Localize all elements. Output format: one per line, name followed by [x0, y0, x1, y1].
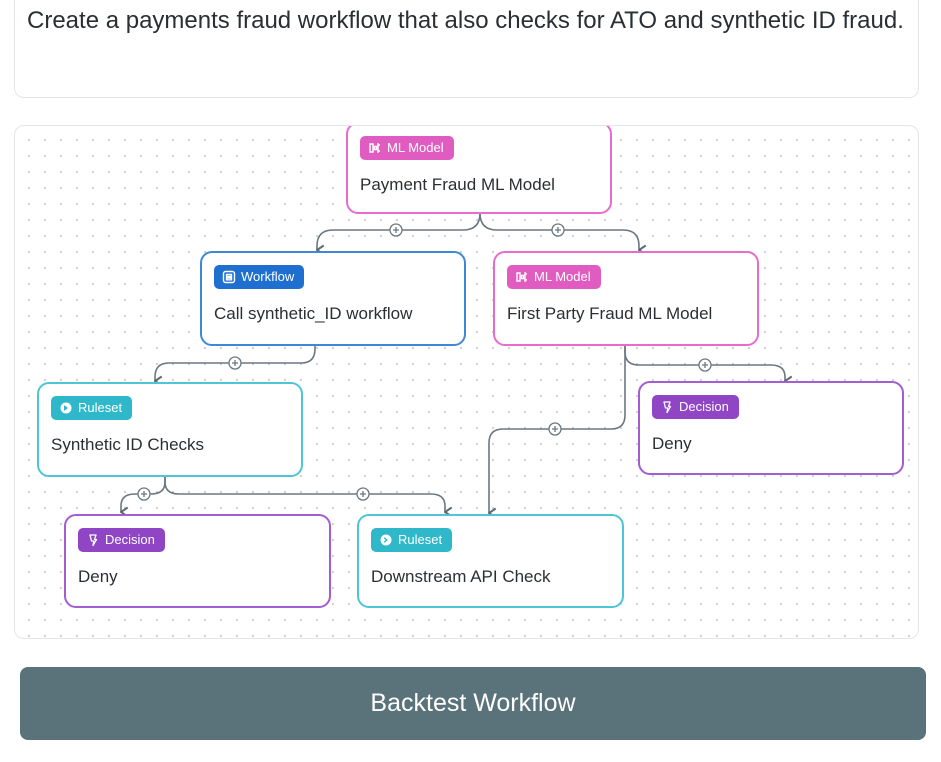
add-step-icon[interactable] [698, 358, 712, 372]
node-type-label: ML Model [387, 140, 444, 155]
node-payment-fraud-ml-model[interactable]: ML Model Payment Fraud ML Model [346, 126, 612, 214]
ml-model-icon [515, 270, 529, 284]
edge-payment-to-firstparty [479, 212, 639, 250]
node-deny-left[interactable]: Decision Deny [64, 514, 331, 608]
node-title: Synthetic ID Checks [51, 435, 205, 454]
add-step-icon[interactable] [356, 487, 370, 501]
node-synthetic-id-checks[interactable]: Ruleset Synthetic ID Checks [37, 382, 303, 477]
node-type-badge: Ruleset [51, 396, 133, 420]
node-type-label: Ruleset [398, 532, 443, 547]
ruleset-icon [379, 533, 393, 547]
add-step-icon[interactable] [228, 356, 242, 370]
workflow-icon [222, 270, 236, 284]
node-title: First Party Fraud ML Model [507, 304, 713, 323]
node-type-badge: Decision [652, 395, 739, 419]
edge-payment-to-workflow [317, 212, 481, 250]
prompt-card: Create a payments fraud workflow that al… [14, 0, 919, 98]
prompt-text: Create a payments fraud workflow that al… [27, 7, 904, 34]
node-type-label: ML Model [534, 269, 591, 284]
node-title: Call synthetic_ID workflow [214, 304, 413, 323]
node-downstream-api-check[interactable]: Ruleset Downstream API Check [357, 514, 624, 608]
edge-synthetic-to-downstream [164, 476, 445, 512]
add-step-icon[interactable] [389, 223, 403, 237]
edge-layer [15, 212, 919, 639]
node-type-badge: ML Model [360, 136, 454, 160]
node-title: Deny [78, 567, 118, 586]
decision-icon [660, 400, 674, 414]
node-title: Payment Fraud ML Model [360, 175, 555, 194]
workflow-canvas[interactable]: ML Model Payment Fraud ML Model Workflow… [14, 125, 919, 639]
node-deny-right[interactable]: Decision Deny [638, 381, 904, 475]
node-type-badge: Workflow [214, 265, 305, 289]
add-step-icon[interactable] [137, 487, 151, 501]
node-title: Downstream API Check [371, 567, 551, 586]
ruleset-icon [59, 401, 73, 415]
node-type-label: Decision [679, 399, 729, 414]
backtest-workflow-button[interactable]: Backtest Workflow [20, 667, 926, 740]
node-type-label: Ruleset [78, 400, 123, 415]
node-type-badge: Decision [78, 528, 165, 552]
node-first-party-fraud-ml-model[interactable]: ML Model First Party Fraud ML Model [493, 251, 759, 346]
decision-icon [86, 533, 100, 547]
node-title: Deny [652, 434, 692, 453]
add-step-icon[interactable] [551, 223, 565, 237]
add-step-icon[interactable] [548, 422, 562, 436]
node-call-synthetic-id-workflow[interactable]: Workflow Call synthetic_ID workflow [200, 251, 466, 346]
node-type-label: Workflow [241, 269, 295, 284]
ml-model-icon [368, 141, 382, 155]
node-type-label: Decision [105, 532, 155, 547]
node-type-badge: Ruleset [371, 528, 453, 552]
node-type-badge: ML Model [507, 265, 601, 289]
